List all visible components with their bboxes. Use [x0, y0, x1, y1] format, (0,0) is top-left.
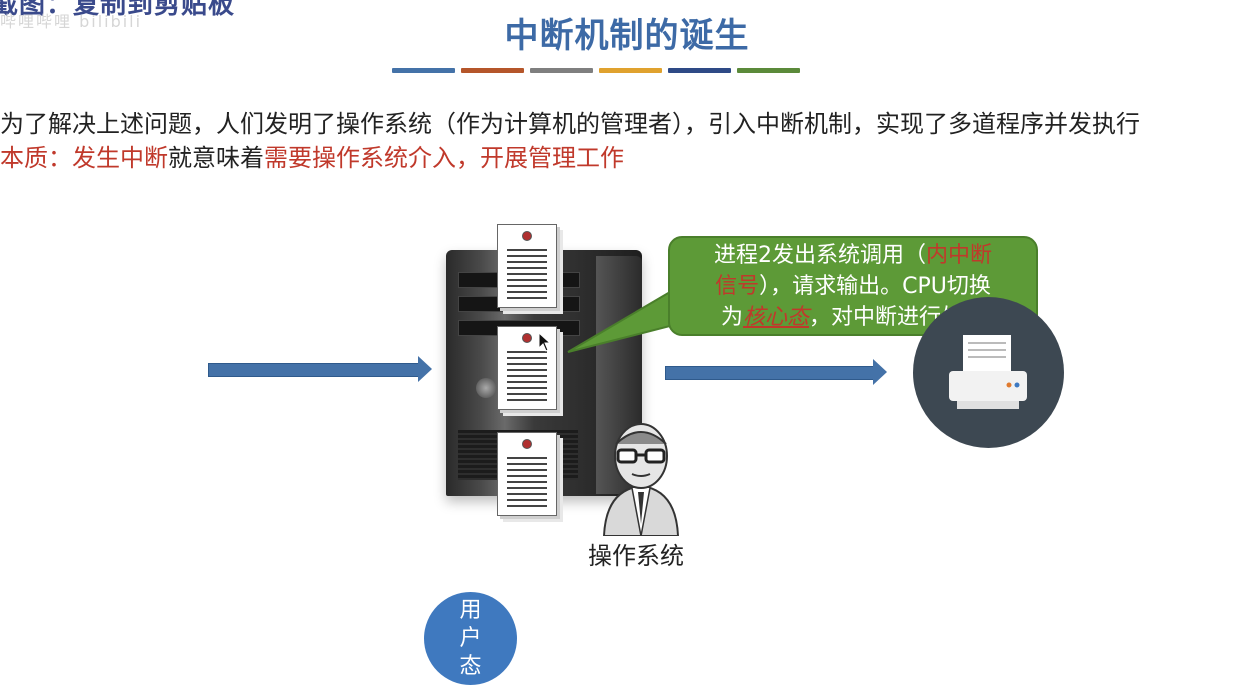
callout-text-3: 信号 [715, 274, 760, 299]
user-mode-badge: 用 户 态 [424, 592, 517, 685]
watermark-subtext: 哔哩哔哩 bilibili [0, 12, 143, 31]
user-mode-char-2: 户 [459, 625, 482, 651]
operator-person-icon [602, 423, 680, 536]
essence-part2: 就意味着 [168, 144, 264, 172]
color-bar-1 [392, 68, 455, 73]
document-icon [497, 432, 557, 516]
callout-text-2: 内中断 [925, 243, 992, 268]
essence-part3: 需要操作系统介入，开展管理工作 [264, 144, 624, 172]
os-label: 操作系统 [588, 542, 684, 570]
slide-title: 中断机制的诞生 [504, 16, 750, 56]
arrow-right-icon [665, 359, 891, 388]
paragraph-intro: 为了解决上述问题，人们发明了操作系统（作为计算机的管理者），引入中断机制，实现了… [0, 110, 1140, 138]
title-color-bars [392, 68, 800, 73]
user-mode-char-1: 用 [459, 597, 482, 623]
callout-pointer [567, 290, 671, 353]
document-icon [497, 326, 557, 410]
printer-glyph [949, 335, 1027, 409]
callout-text-6: 核心态 [742, 305, 809, 330]
color-bar-6 [737, 68, 800, 73]
document-icon [497, 224, 557, 308]
watermark-text: 截图：复制到剪贴板 [0, 0, 236, 20]
user-mode-char-3: 态 [459, 653, 482, 679]
callout-text-1: 进程2发出系统调用（ [713, 243, 926, 268]
color-bar-5 [668, 68, 731, 73]
essence-part1: 本质：发生中断 [0, 144, 168, 172]
color-bar-4 [599, 68, 662, 73]
mouse-cursor-icon [538, 332, 552, 352]
color-bar-2 [461, 68, 524, 73]
arrow-right-icon [208, 356, 434, 385]
printer-icon [913, 297, 1064, 448]
callout-text-4: ），请求输出。CPU切换 [759, 274, 991, 299]
callout-text-5: 为 [720, 305, 743, 330]
paragraph-essence: 本质：发生中断就意味着需要操作系统介入，开展管理工作 [0, 138, 624, 173]
server-power-button [476, 378, 496, 398]
color-bar-3 [530, 68, 593, 73]
